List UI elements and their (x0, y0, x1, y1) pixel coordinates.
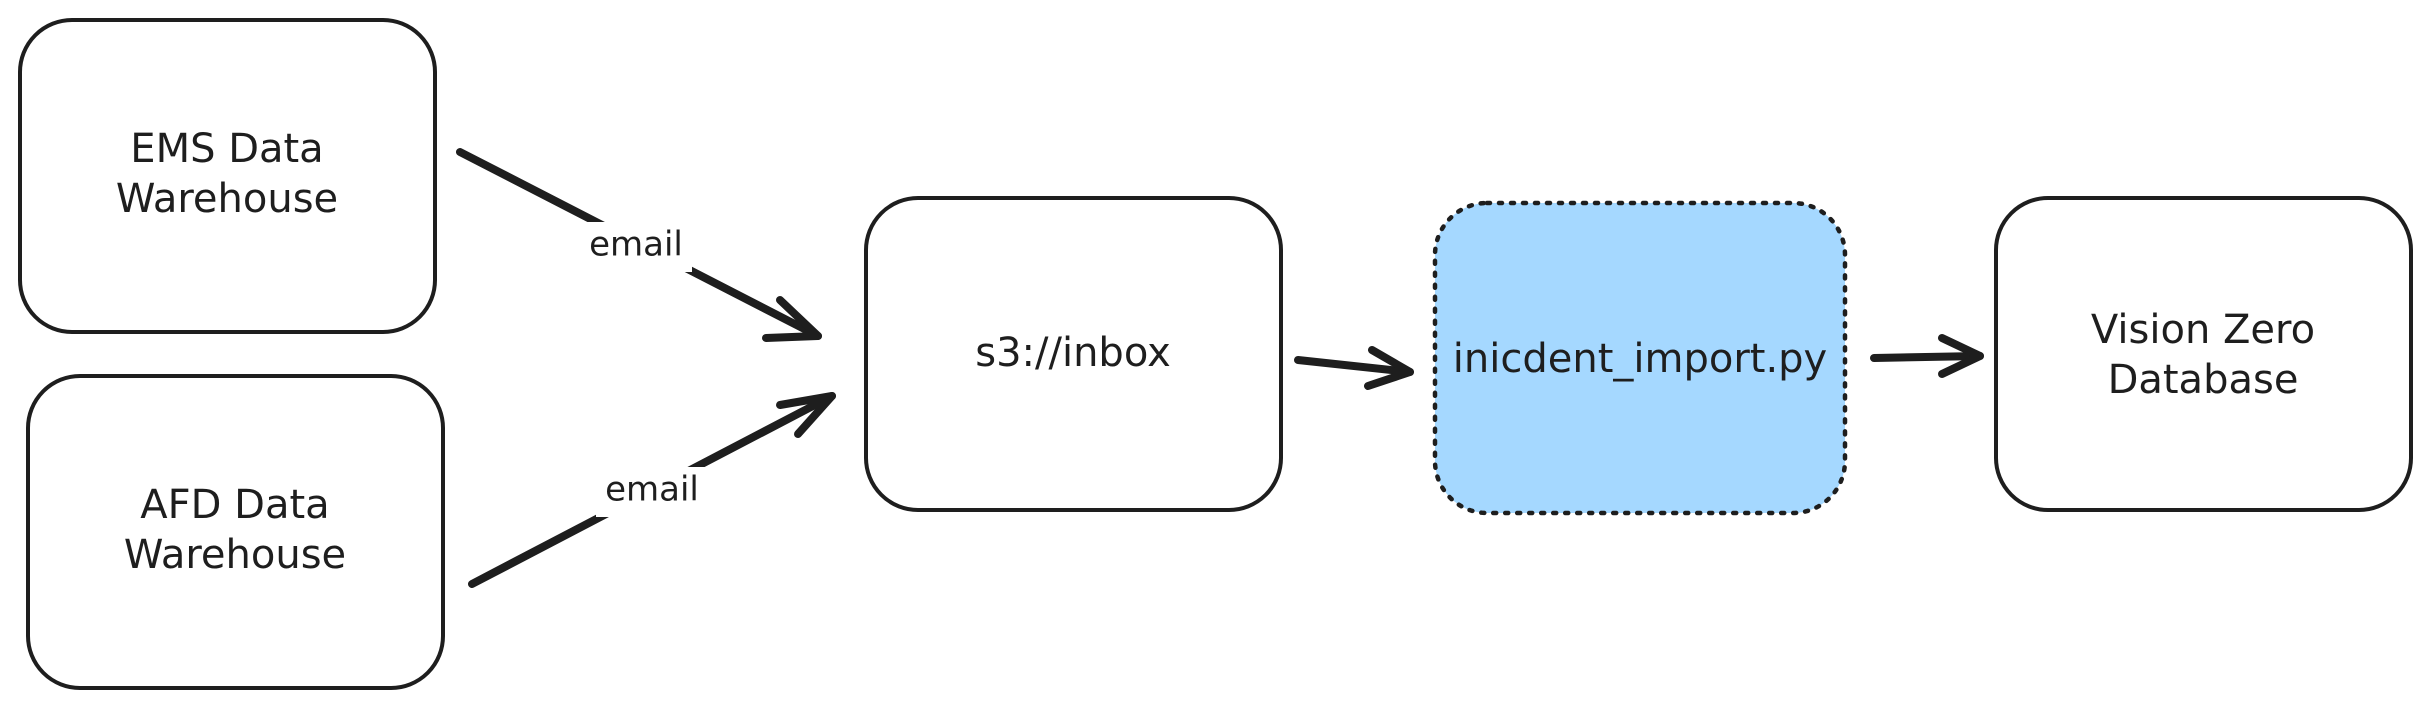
edge-afd-to-inbox[interactable]: email (468, 392, 836, 588)
importer-label: inicdent_import.py (1453, 336, 1827, 382)
node-ems-data-warehouse[interactable]: EMS Data Warehouse (18, 18, 437, 334)
afd-label-line-2: Warehouse (124, 532, 346, 578)
node-s3-inbox[interactable]: s3://inbox (864, 196, 1283, 512)
afd-label-line-1: AFD Data (140, 482, 329, 528)
node-vision-zero-database[interactable]: Vision Zero Database (1994, 196, 2413, 512)
inbox-label: s3://inbox (975, 330, 1171, 376)
node-incident-import-script[interactable]: inicdent_import.py (1432, 200, 1848, 516)
edge-inbox-to-importer[interactable] (1294, 346, 1414, 390)
node-afd-data-warehouse[interactable]: AFD Data Warehouse (26, 374, 445, 690)
vz-label-line-2: Database (2108, 357, 2299, 403)
edge-label-email-bottom: email (605, 470, 699, 510)
edge-label-email-top: email (589, 225, 683, 265)
vz-label-line-1: Vision Zero (2091, 307, 2315, 353)
ems-label-line-1: EMS Data (130, 126, 323, 172)
ems-label-line-2: Warehouse (116, 176, 338, 222)
edge-ems-to-inbox[interactable]: email (456, 148, 822, 342)
edge-importer-to-vz[interactable] (1870, 334, 1984, 378)
